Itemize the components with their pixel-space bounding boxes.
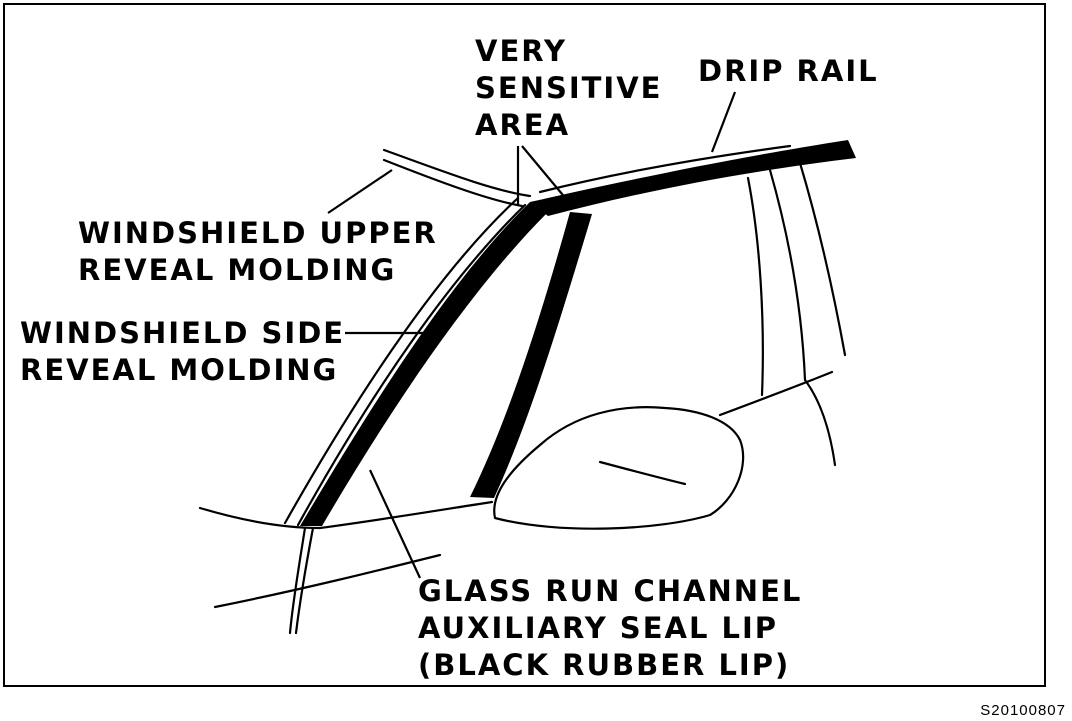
figure-id: S20100807 [980,702,1066,719]
label-upper-molding-line-2: REVEAL MOLDING [78,253,397,287]
cowl-line [198,500,494,530]
label-glass-run-channel-seal-lip: GLASS RUN CHANNEL AUXILIARY SEAL LIP (BL… [418,573,802,684]
door-frame-seal-lip [470,212,592,498]
door-frame-line-1 [746,176,764,397]
belt-line [718,370,834,417]
label-glass-run-line-2: AUXILIARY SEAL LIP [418,611,779,645]
figure-frame [3,3,1046,687]
fender-line-2 [294,526,315,635]
label-very-sensitive-area-line-3: AREA [475,108,571,142]
leader-very-sensitive-2 [521,145,573,207]
body-lower-line [213,553,442,609]
side-mirror-highlight [598,460,687,486]
door-frame-line-2 [768,168,807,382]
label-very-sensitive-area-line-2: SENSITIVE [475,71,663,105]
windshield-upper-molding-outer [382,148,532,198]
label-side-molding-line-2: REVEAL MOLDING [20,353,339,387]
leader-glass-run [369,469,421,579]
door-frame-line-3 [798,161,847,357]
windshield-upper-molding-inner [382,158,524,208]
side-mirror [493,406,745,530]
label-windshield-upper-reveal-molding: WINDSHIELD UPPER REVEAL MOLDING [78,215,438,289]
label-very-sensitive-area: VERY SENSITIVE AREA [475,33,662,144]
label-drip-rail: DRIP RAIL [698,53,879,90]
windshield-side-molding-inner [296,203,527,527]
label-glass-run-line-3: (BLACK RUBBER LIP) [418,648,791,682]
a-pillar-seal-lip [300,202,548,526]
label-windshield-side-reveal-molding: WINDSHIELD SIDE REVEAL MOLDING [20,315,345,389]
windshield-side-molding-outer [283,196,520,525]
label-upper-molding-line-1: WINDSHIELD UPPER [78,216,438,250]
leader-upper-molding [327,169,393,214]
label-very-sensitive-area-line-1: VERY [475,34,567,68]
fender-line-1 [288,526,307,635]
roof-seal-lip [530,140,856,216]
label-glass-run-line-1: GLASS RUN CHANNEL [418,574,803,608]
door-frame-line-4 [803,378,837,467]
label-side-molding-line-1: WINDSHIELD SIDE [20,316,346,350]
leader-drip-rail [710,91,737,153]
label-drip-rail-line-1: DRIP RAIL [698,54,879,88]
drip-rail-line [538,144,792,194]
